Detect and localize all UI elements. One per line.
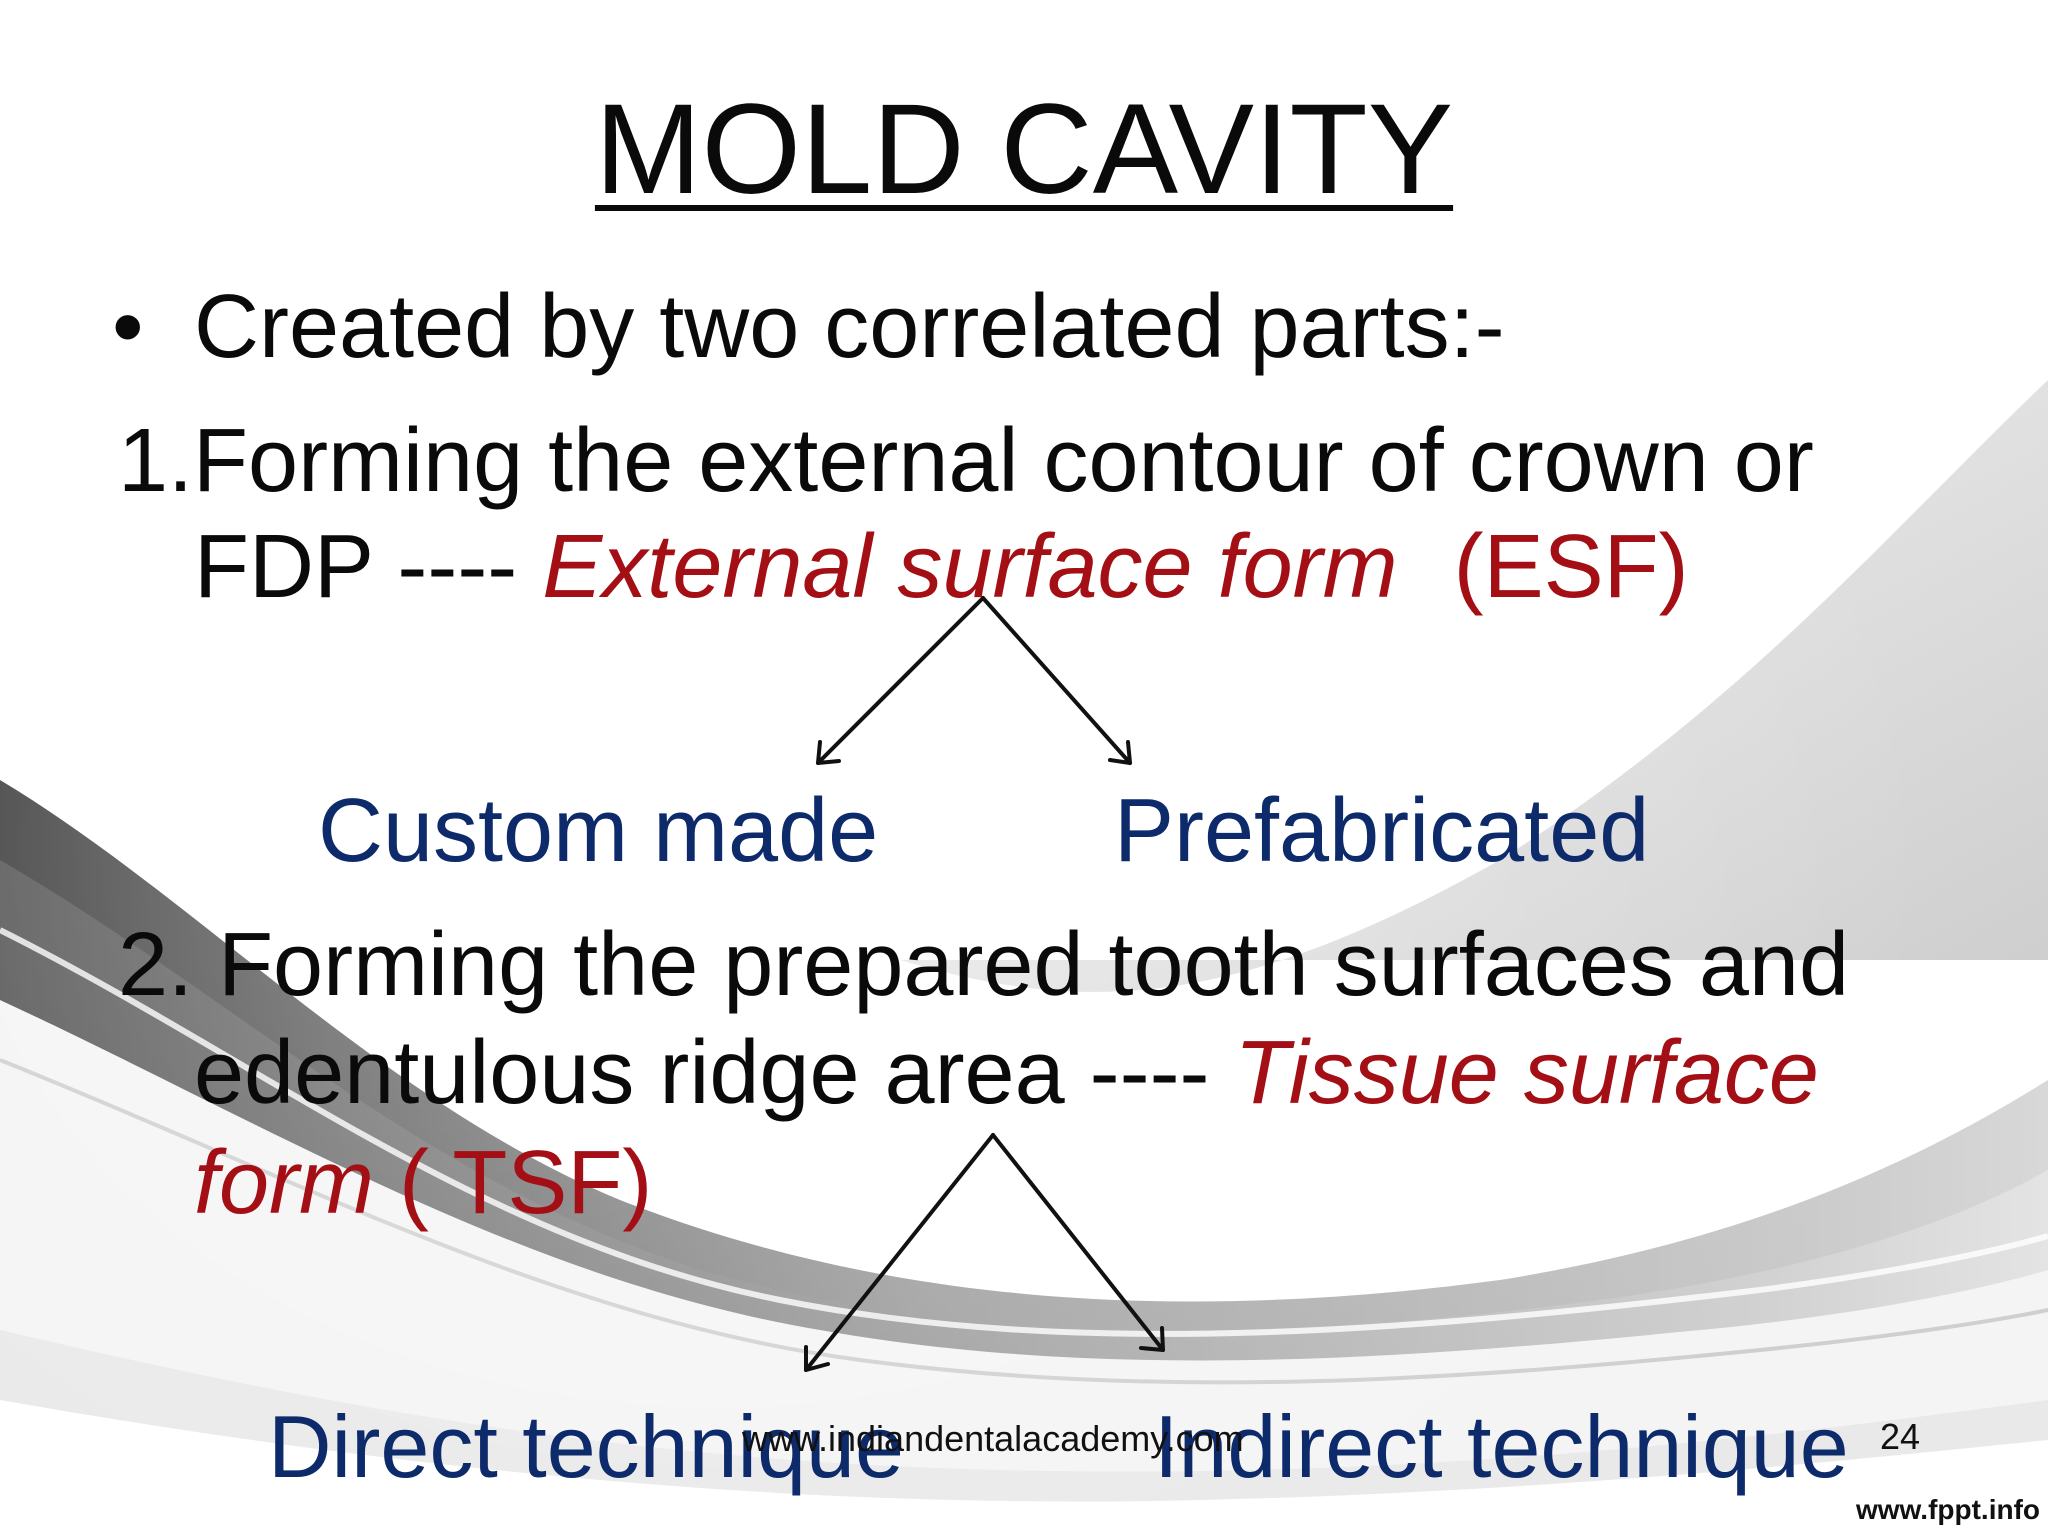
item2-line3: form ( TSF) xyxy=(194,1128,652,1238)
bullet-point: • xyxy=(112,272,144,382)
esf-term: External surface form xyxy=(542,517,1398,617)
indirect-technique-label: Indirect technique xyxy=(1154,1397,1849,1496)
tsf-term-part2: form xyxy=(194,1133,374,1233)
page-number: 24 xyxy=(1880,1416,1921,1457)
footer-watermark: www.indiandentalacademy.com xyxy=(742,1418,1244,1459)
bullet-text: Created by two correlated parts:- xyxy=(194,277,1505,377)
direct-technique-label: Direct technique xyxy=(268,1397,904,1496)
item1-line2: FDP ---- External surface form (ESF) xyxy=(194,512,1689,622)
tsf-abbr: ( TSF) xyxy=(374,1133,653,1233)
tsf-term-part1: Tissue surface xyxy=(1234,1023,1819,1123)
title-text: MOLD CAVITY xyxy=(594,78,1454,221)
arrow-to-prefabricated xyxy=(981,596,1132,765)
template-credit: www.fppt.info xyxy=(1856,1494,2041,1525)
bullet-dot: • xyxy=(112,277,144,377)
arrow-to-direct-technique xyxy=(804,1133,995,1372)
item2-prefix: edentulous ridge area ---- xyxy=(194,1023,1235,1123)
item2-line2: edentulous ridge area ---- Tissue surfac… xyxy=(194,1018,1819,1128)
prefabricated-label: Prefabricated xyxy=(1114,781,1650,881)
arrow-to-indirect-technique xyxy=(991,1133,1165,1352)
page-title: MOLD CAVITY xyxy=(0,80,2048,220)
item2-line1: 2. Forming the prepared tooth surfaces a… xyxy=(118,915,1850,1015)
item1-line1: 1.Forming the external contour of crown … xyxy=(118,411,1814,511)
arrow-to-custom-made xyxy=(816,596,985,765)
custom-made-label: Custom made xyxy=(318,781,879,881)
esf-abbr: (ESF) xyxy=(1453,517,1689,617)
item1-prefix: FDP ---- xyxy=(194,517,543,617)
